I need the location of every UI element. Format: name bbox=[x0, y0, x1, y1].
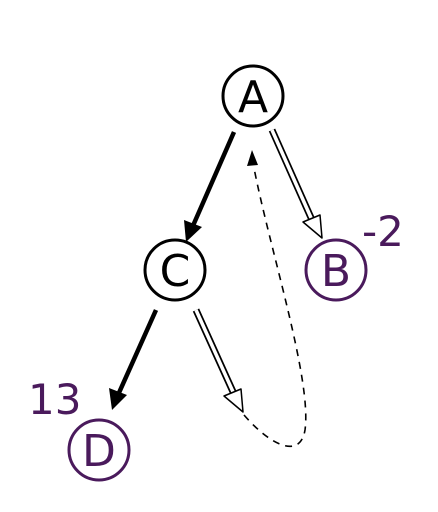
node-c-label: C bbox=[160, 246, 191, 297]
node-b-weight: -2 bbox=[362, 207, 404, 256]
node-d-weight: 13 bbox=[28, 375, 81, 424]
node-c: C bbox=[143, 238, 207, 302]
edge-a-to-b-hollow bbox=[268, 128, 323, 239]
edge-a-to-c bbox=[184, 131, 237, 242]
node-a: A bbox=[221, 64, 285, 128]
node-b-label: B bbox=[321, 246, 351, 297]
node-b: B bbox=[304, 238, 368, 302]
edge-c-to-d bbox=[109, 309, 159, 410]
node-a-label: A bbox=[238, 72, 268, 123]
edge-dashed-back bbox=[243, 150, 307, 448]
node-d-label: D bbox=[82, 426, 116, 477]
edge-c-hollow bbox=[192, 308, 244, 413]
node-d: D bbox=[67, 418, 131, 482]
